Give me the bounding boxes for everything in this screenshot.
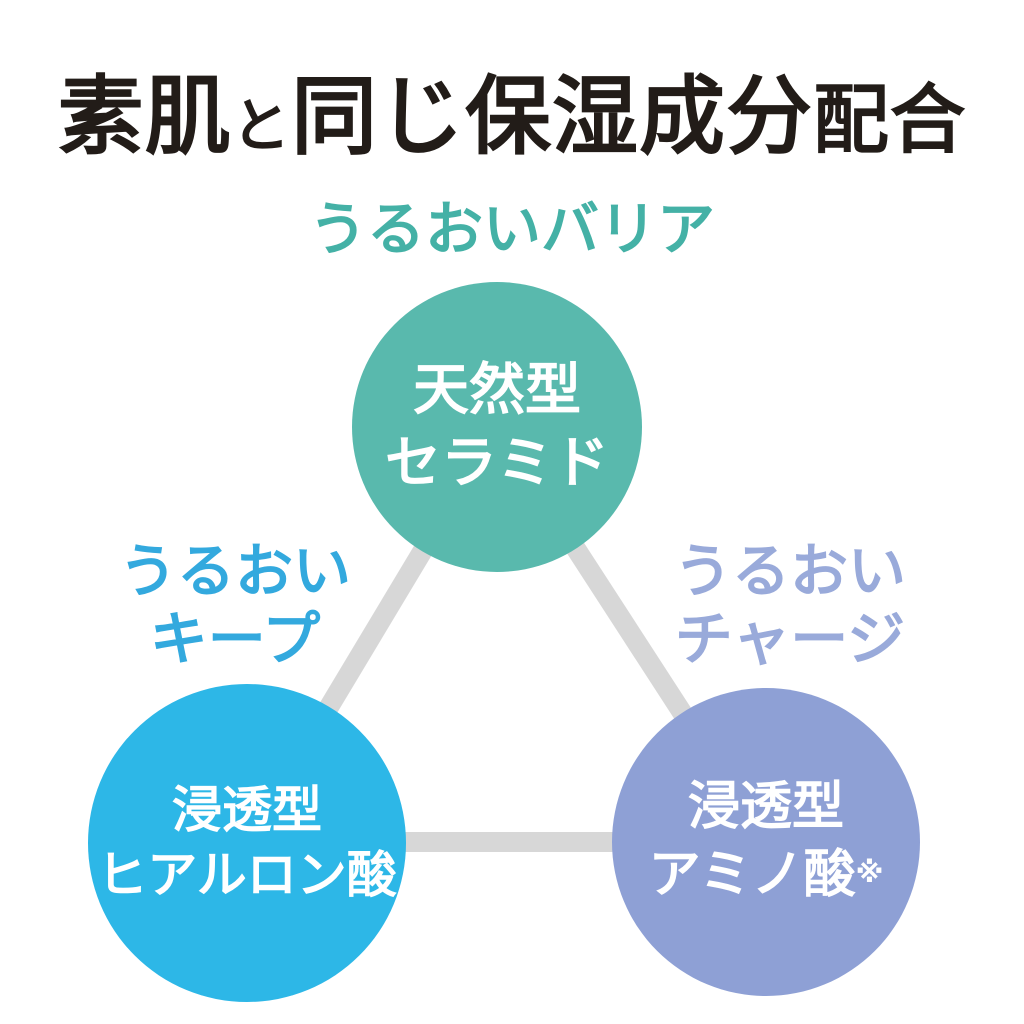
tagline-moisture-barrier: うるおいバリア bbox=[308, 197, 715, 262]
tagline-moisture-keep: うるおい キープ bbox=[55, 538, 415, 675]
tagline-moisture-charge: うるおい チャージ bbox=[610, 538, 970, 675]
footnote-asterisk: ※ bbox=[855, 857, 884, 889]
title-segment: 同じ保湿成分 bbox=[291, 69, 814, 165]
title-segment: 配合 bbox=[813, 78, 967, 163]
circle-label-line: 浸透型 bbox=[687, 778, 844, 837]
tagline-line: チャージ bbox=[674, 607, 906, 673]
circle-natural-ceramide: 天然型 セラミド bbox=[352, 282, 642, 572]
circle-label-line: ヒアルロン酸 bbox=[97, 847, 397, 903]
circle-label-line: セラミド bbox=[385, 431, 609, 494]
tagline-line: うるおい bbox=[673, 539, 906, 604]
page-title: 素肌と同じ保湿成分配合 bbox=[0, 46, 1024, 171]
tagline-line: うるおい bbox=[118, 539, 351, 604]
circle-label-text: アミノ酸 bbox=[648, 846, 856, 904]
circle-label-line: 浸透型 bbox=[172, 782, 322, 838]
tagline-line: キープ bbox=[149, 607, 321, 673]
title-segment: 素肌 bbox=[57, 69, 232, 165]
circle-penetrating-hyaluronic-acid: 浸透型 ヒアルロン酸 bbox=[88, 684, 406, 1002]
circle-penetrating-amino-acid: 浸透型 アミノ酸※ bbox=[612, 688, 920, 996]
circle-label-line: アミノ酸※ bbox=[649, 842, 884, 910]
circle-label-line: 天然型 bbox=[413, 358, 581, 422]
title-segment: と bbox=[231, 94, 292, 159]
